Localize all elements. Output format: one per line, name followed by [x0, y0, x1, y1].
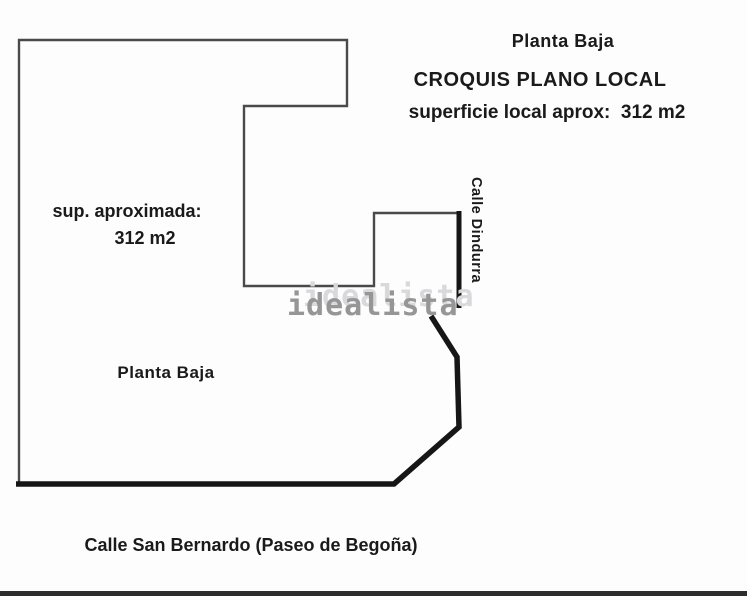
floor-label: Planta Baja — [117, 363, 215, 382]
floor-title: Planta Baja — [511, 31, 615, 51]
approx-area-label: sup. aproximada: — [52, 201, 202, 221]
approx-area-value: 312 m2 — [114, 228, 176, 248]
street-name-bottom: Calle San Bernardo (Paseo de Begoña) — [84, 535, 418, 555]
street-name-right: Calle Dindurra — [468, 177, 484, 284]
surface-note: superficie local aprox: 312 m2 — [408, 102, 686, 123]
approx-area-annotation: sup. aproximada: 312 m2 — [52, 201, 201, 249]
idealista-watermark-ghost: idealista — [303, 279, 475, 314]
drawing-title: CROQUIS PLANO LOCAL — [413, 69, 667, 91]
idealista-watermark: idealista — [287, 288, 459, 323]
wall-thin-outline — [17, 38, 459, 484]
wall-thick-facade — [16, 314, 462, 487]
bottom-bar — [0, 591, 747, 596]
